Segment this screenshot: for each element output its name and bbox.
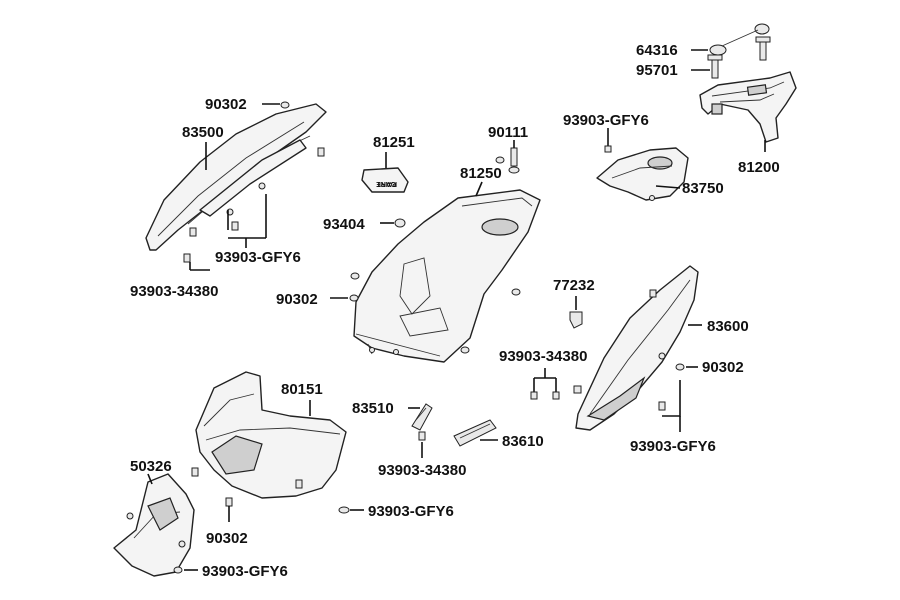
part-80151-front-cover xyxy=(191,371,347,499)
label-77232: 77232 xyxy=(553,277,595,294)
label-81250: 81250 xyxy=(460,165,502,182)
part-77232-clip xyxy=(569,311,583,329)
label-93903-34380-left: 93903-34380 xyxy=(130,283,218,300)
label-95701: 95701 xyxy=(636,62,678,79)
label-93903-34380-mid: 93903-34380 xyxy=(499,348,587,365)
part-83600-right-body-cover xyxy=(573,265,699,431)
label-83600: 83600 xyxy=(707,318,749,335)
label-93404: 93404 xyxy=(323,216,365,233)
label-83510: 83510 xyxy=(352,400,394,417)
label-93903-34380-bottom: 93903-34380 xyxy=(378,462,466,479)
part-81251-caution-plate: CARE PAINT xyxy=(361,167,409,193)
part-83500-left-body-cover xyxy=(145,103,327,251)
svg-text:CARE: CARE xyxy=(376,180,396,187)
label-64316: 64316 xyxy=(636,42,678,59)
part-83510-bracket xyxy=(411,403,433,431)
fastener-93903-gfy6-left xyxy=(227,194,267,248)
part-81200-rear-carrier xyxy=(699,71,797,143)
fastener-93903-gfy6-right xyxy=(658,380,681,432)
label-90302-a: 90302 xyxy=(205,96,247,113)
label-93903-gfy6-right: 93903-GFY6 xyxy=(630,438,716,455)
label-93903-gfy6-bottom-mid: 93903-GFY6 xyxy=(368,503,454,520)
label-90302-b: 90302 xyxy=(276,291,318,308)
part-83750-tail-cover xyxy=(596,147,689,201)
fastener-93903-gfy6-bottom-mid xyxy=(338,506,350,514)
fastener-90302-left-top xyxy=(280,101,290,109)
label-83610: 83610 xyxy=(502,433,544,450)
label-90302-d: 90302 xyxy=(206,530,248,547)
fastener-93903-gfy6-top xyxy=(604,128,612,153)
fastener-93903-gfy6-bottom-left xyxy=(173,566,183,574)
label-90302-c: 90302 xyxy=(702,359,744,376)
part-93404-nut xyxy=(394,218,406,228)
part-81250-luggage-box xyxy=(353,189,541,363)
label-50326: 50326 xyxy=(130,458,172,475)
fastener-93903-34380-left xyxy=(183,253,210,271)
part-95701-bolt xyxy=(707,36,771,79)
label-83500: 83500 xyxy=(182,124,224,141)
label-93903-gfy6-top: 93903-GFY6 xyxy=(563,112,649,129)
label-90111: 90111 xyxy=(488,124,528,141)
part-83610-bracket xyxy=(453,419,497,447)
label-93903-gfy6-left: 93903-GFY6 xyxy=(215,249,301,266)
part-64316-cap xyxy=(709,23,770,56)
fastener-90302-bottom xyxy=(225,497,233,507)
fastener-90302-right xyxy=(675,363,685,371)
fastener-93903-34380-bottom xyxy=(418,431,426,441)
part-50326-lower-cover xyxy=(113,473,195,577)
fastener-90302-center xyxy=(349,272,521,354)
label-93903-gfy6-bottom-left: 93903-GFY6 xyxy=(202,563,288,580)
label-83750: 83750 xyxy=(682,180,724,197)
svg-text:PAINT: PAINT xyxy=(376,180,397,187)
fastener-93903-34380-mid xyxy=(530,368,560,400)
label-81251: 81251 xyxy=(373,134,415,151)
label-80151: 80151 xyxy=(281,381,323,398)
label-81200: 81200 xyxy=(738,159,780,176)
